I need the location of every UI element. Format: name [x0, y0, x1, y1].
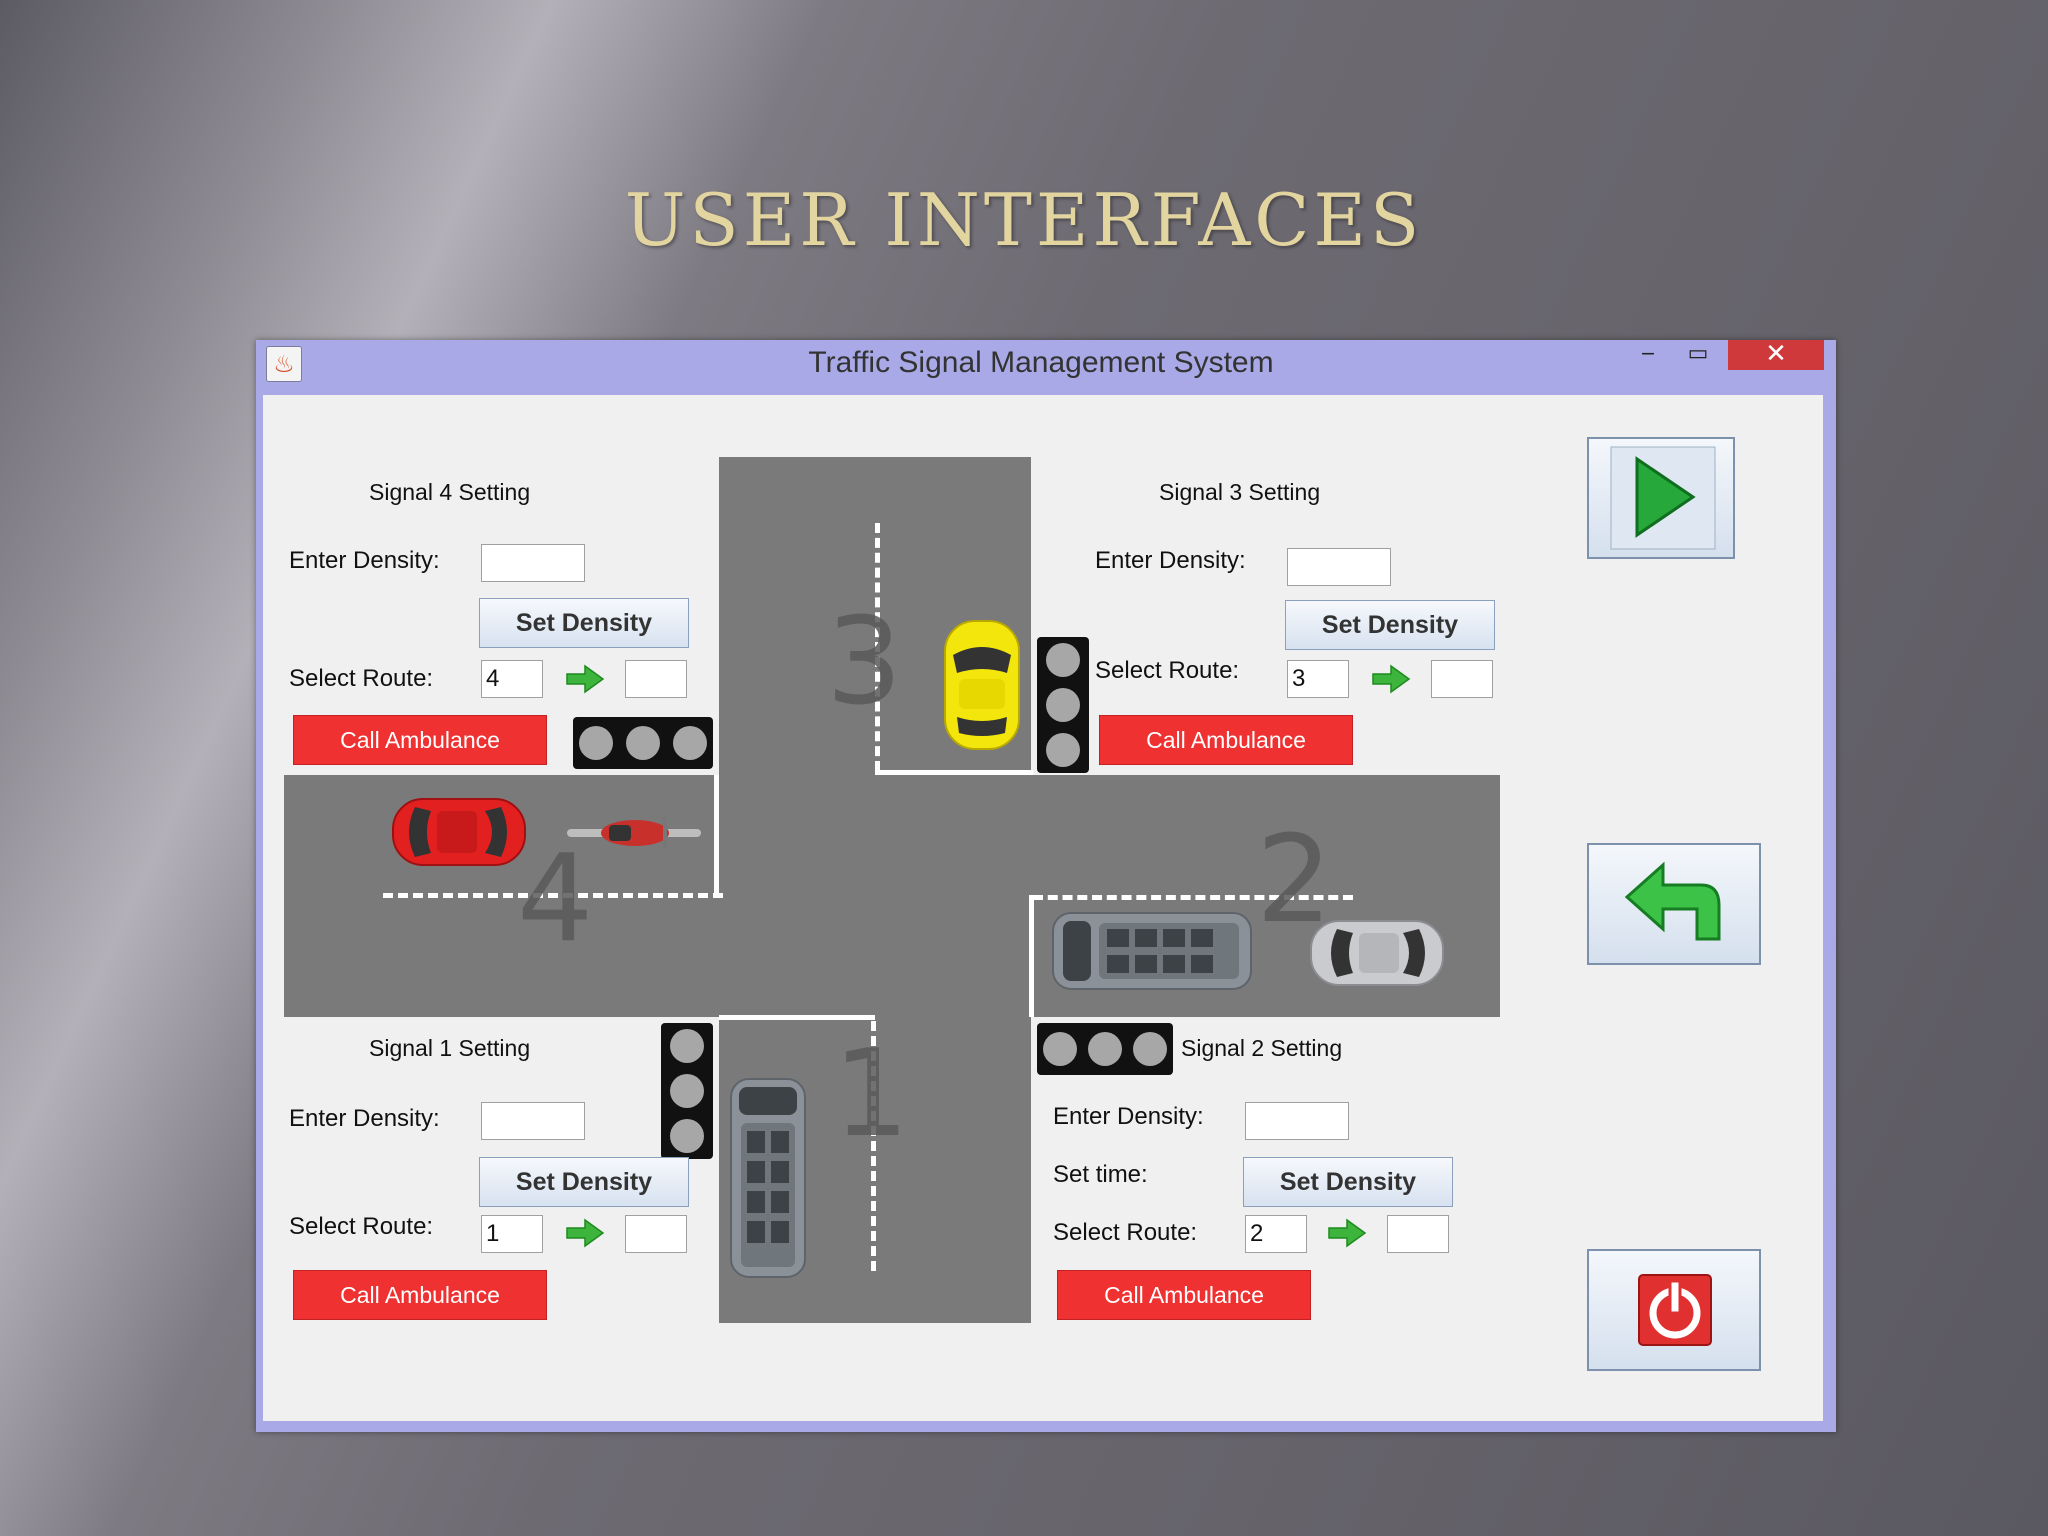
close-button[interactable]: ✕ [1728, 340, 1824, 370]
signal-1-density-input[interactable] [481, 1102, 585, 1140]
maximize-button[interactable]: ▭ [1687, 341, 1709, 366]
signal-3-route-input[interactable]: 3 [1287, 660, 1349, 698]
signal-1-density-label: Enter Density: [289, 1105, 440, 1132]
signal-1-route-input[interactable]: 1 [481, 1215, 543, 1253]
signal-2-route-target-input[interactable] [1387, 1215, 1449, 1253]
signal-4-route-input[interactable]: 4 [481, 660, 543, 698]
main-panel: 3 4 2 1 [263, 395, 1823, 1421]
silver-car [1310, 920, 1444, 986]
signal-2-heading: Signal 2 Setting [1181, 1035, 1343, 1061]
signal-3-heading: Signal 3 Setting [1159, 479, 1321, 505]
signal-2-set-density-button[interactable]: Set Density [1243, 1157, 1453, 1207]
light-bulb [672, 726, 707, 760]
signal-2-density-input[interactable] [1245, 1102, 1349, 1140]
stop-line-south [719, 1015, 875, 1020]
signal-3-route-label: Select Route: [1095, 657, 1240, 684]
road-number-3: 3 [826, 593, 903, 732]
gray-van-east [1052, 912, 1252, 990]
exit-button[interactable] [1587, 1249, 1761, 1371]
java-icon: ♨ [266, 346, 302, 382]
stop-line-north [875, 770, 1033, 775]
signal-3-set-density-button[interactable]: Set Density [1285, 600, 1495, 650]
traffic-light-4 [573, 717, 713, 769]
light-bulb [1046, 687, 1080, 722]
title-bar: ♨ Traffic Signal Management System ‒ ▭ ✕ [256, 340, 1836, 392]
stop-line-west-v [714, 775, 719, 897]
light-bulb [670, 1119, 704, 1154]
signal-4-call-ambulance-button[interactable]: Call Ambulance [293, 715, 547, 765]
light-bulb [670, 1028, 704, 1063]
signal-1-call-ambulance-button[interactable]: Call Ambulance [293, 1270, 547, 1320]
signal-1-route-target-input[interactable] [625, 1215, 687, 1253]
right-arrow-icon [1328, 1218, 1367, 1248]
window-title: Traffic Signal Management System [808, 346, 1274, 379]
stop-line-east-v [1029, 895, 1034, 1017]
signal-4-route-label: Select Route: [289, 665, 434, 692]
light-bulb [1133, 1032, 1168, 1066]
start-button[interactable] [1587, 437, 1735, 559]
light-bulb [670, 1073, 704, 1108]
light-bulb [625, 726, 660, 760]
light-bulb [1042, 1032, 1077, 1066]
app-window: ♨ Traffic Signal Management System ‒ ▭ ✕… [256, 340, 1836, 1432]
signal-4-heading: Signal 4 Setting [369, 479, 531, 505]
lane-marking-north [875, 523, 880, 771]
slide-title: USER INTERFACES [624, 178, 1424, 262]
signal-4-route-target-input[interactable] [625, 660, 687, 698]
lane-marking-east [1033, 895, 1353, 900]
back-arrow-icon [1624, 861, 1721, 941]
right-arrow-icon [1372, 664, 1411, 694]
signal-2-density-label: Enter Density: [1053, 1103, 1204, 1130]
lane-marking-west [383, 893, 723, 898]
traffic-light-3 [1037, 637, 1089, 773]
signal-2-time-label: Set time: [1053, 1161, 1148, 1188]
lane-marking-south [871, 1021, 876, 1271]
light-bulb [1046, 642, 1080, 677]
signal-3-density-input[interactable] [1287, 548, 1391, 586]
back-button[interactable] [1587, 843, 1761, 965]
signal-1-heading: Signal 1 Setting [369, 1035, 531, 1061]
motorcycle [567, 817, 701, 849]
signal-1-route-label: Select Route: [289, 1213, 434, 1240]
road-number-1: 1 [833, 1025, 910, 1164]
right-arrow-icon [566, 664, 605, 694]
power-icon [1638, 1274, 1712, 1346]
minimize-button[interactable]: ‒ [1641, 341, 1655, 366]
light-bulb [579, 726, 614, 760]
signal-4-density-label: Enter Density: [289, 547, 440, 574]
signal-1-set-density-button[interactable]: Set Density [479, 1157, 689, 1207]
light-bulb [1046, 733, 1080, 768]
yellow-car [944, 620, 1020, 750]
right-arrow-icon [566, 1218, 605, 1248]
signal-3-density-label: Enter Density: [1095, 547, 1246, 574]
light-bulb [1087, 1032, 1122, 1066]
road-number-4: 4 [517, 830, 594, 969]
signal-3-route-target-input[interactable] [1431, 660, 1493, 698]
signal-4-set-density-button[interactable]: Set Density [479, 598, 689, 648]
signal-2-route-input[interactable]: 2 [1245, 1215, 1307, 1253]
traffic-light-2 [1037, 1023, 1173, 1075]
traffic-light-1 [661, 1023, 713, 1159]
signal-4-density-input[interactable] [481, 544, 585, 582]
play-icon [1610, 446, 1716, 550]
signal-3-call-ambulance-button[interactable]: Call Ambulance [1099, 715, 1353, 765]
red-car [392, 798, 526, 866]
signal-2-route-label: Select Route: [1053, 1219, 1198, 1246]
gray-van-south [730, 1078, 806, 1278]
road-number-2: 2 [1256, 811, 1333, 950]
signal-2-call-ambulance-button[interactable]: Call Ambulance [1057, 1270, 1311, 1320]
